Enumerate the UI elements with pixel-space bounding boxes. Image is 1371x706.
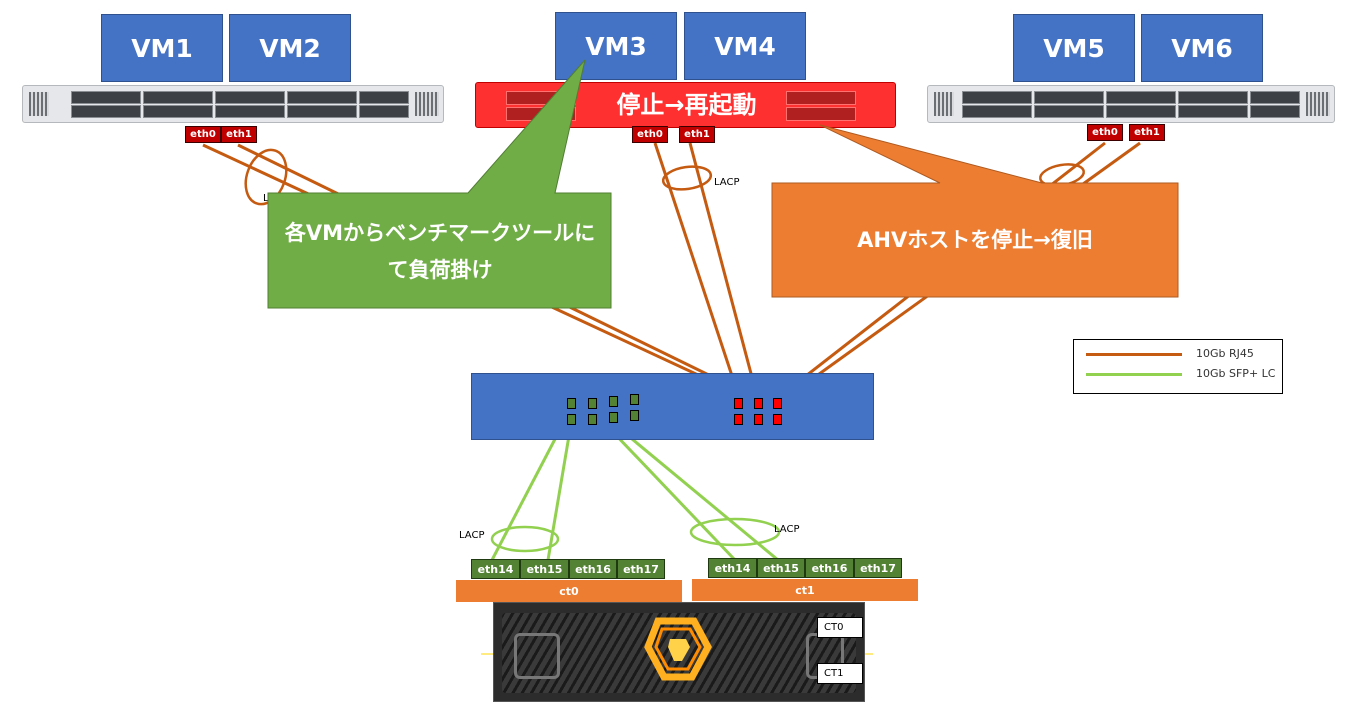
legend-label: 10Gb RJ45 [1196,347,1254,360]
switch-port-rj45[interactable] [734,398,743,409]
chassis-label-ct1: CT1 [817,663,863,684]
host-status-overlay: 停止→再起動 [616,91,757,119]
vm-box[interactable]: VM1 [101,14,223,82]
storage-port-eth17[interactable]: eth17 [854,558,902,578]
storage-port-eth16[interactable]: eth16 [805,558,854,578]
switch-port-rj45[interactable] [754,414,763,425]
switch-port-sfp[interactable] [567,414,576,425]
network-switch[interactable] [471,373,874,440]
vm-box[interactable]: VM3 [555,12,677,80]
host-port-eth1[interactable]: eth1 [679,126,715,143]
legend-item: 10Gb SFP+ LC [1074,365,1282,385]
host-port-eth0[interactable]: eth0 [632,126,668,143]
storage-port-eth15[interactable]: eth15 [757,558,805,578]
callout-orange: AHVホストを停止→復旧 [857,227,1093,252]
switch-port-sfp[interactable] [588,414,597,425]
legend: 10Gb RJ45 10Gb SFP+ LC [1073,339,1283,394]
switch-port-rj45[interactable] [754,398,763,409]
lacp-label: L [263,193,269,204]
controller-bar-ct1: ct1 [692,579,918,601]
legend-label: 10Gb SFP+ LC [1196,367,1276,380]
host-port-eth1[interactable]: eth1 [1129,124,1165,141]
switch-port-rj45[interactable] [773,414,782,425]
switch-port-sfp[interactable] [630,394,639,405]
switch-port-sfp[interactable] [588,398,597,409]
storage-logo-icon [644,617,712,681]
legend-item: 10Gb RJ45 [1074,345,1282,365]
storage-port-eth14[interactable]: eth14 [471,559,520,579]
switch-port-rj45[interactable] [773,398,782,409]
lacp-label: LACP [774,524,800,535]
storage-port-eth14[interactable]: eth14 [708,558,757,578]
controller-bar-ct0: ct0 [456,580,682,602]
lacp-label: LACP [459,530,485,541]
storage-port-eth16[interactable]: eth16 [569,559,617,579]
vm-box[interactable]: VM4 [684,12,806,80]
host-port-eth0[interactable]: eth0 [1087,124,1123,141]
host-server-right[interactable] [927,85,1335,123]
switch-port-sfp[interactable] [609,396,618,407]
host-port-eth0[interactable]: eth0 [185,126,221,143]
storage-port-eth15[interactable]: eth15 [520,559,569,579]
host-port-eth1[interactable]: eth1 [221,126,257,143]
vm-box[interactable]: VM2 [229,14,351,82]
vm-box[interactable]: VM5 [1013,14,1135,82]
switch-port-rj45[interactable] [734,414,743,425]
lacp-label: LACP [714,177,740,188]
switch-port-sfp[interactable] [630,410,639,421]
switch-port-sfp[interactable] [567,398,576,409]
storage-port-eth17[interactable]: eth17 [617,559,665,579]
host-server-left[interactable] [22,85,444,123]
callout-green: 各VMからベンチマークツールにて負荷掛け [284,221,596,282]
chassis-label-ct0: CT0 [817,617,863,638]
vm-box[interactable]: VM6 [1141,14,1263,82]
switch-port-sfp[interactable] [609,412,618,423]
